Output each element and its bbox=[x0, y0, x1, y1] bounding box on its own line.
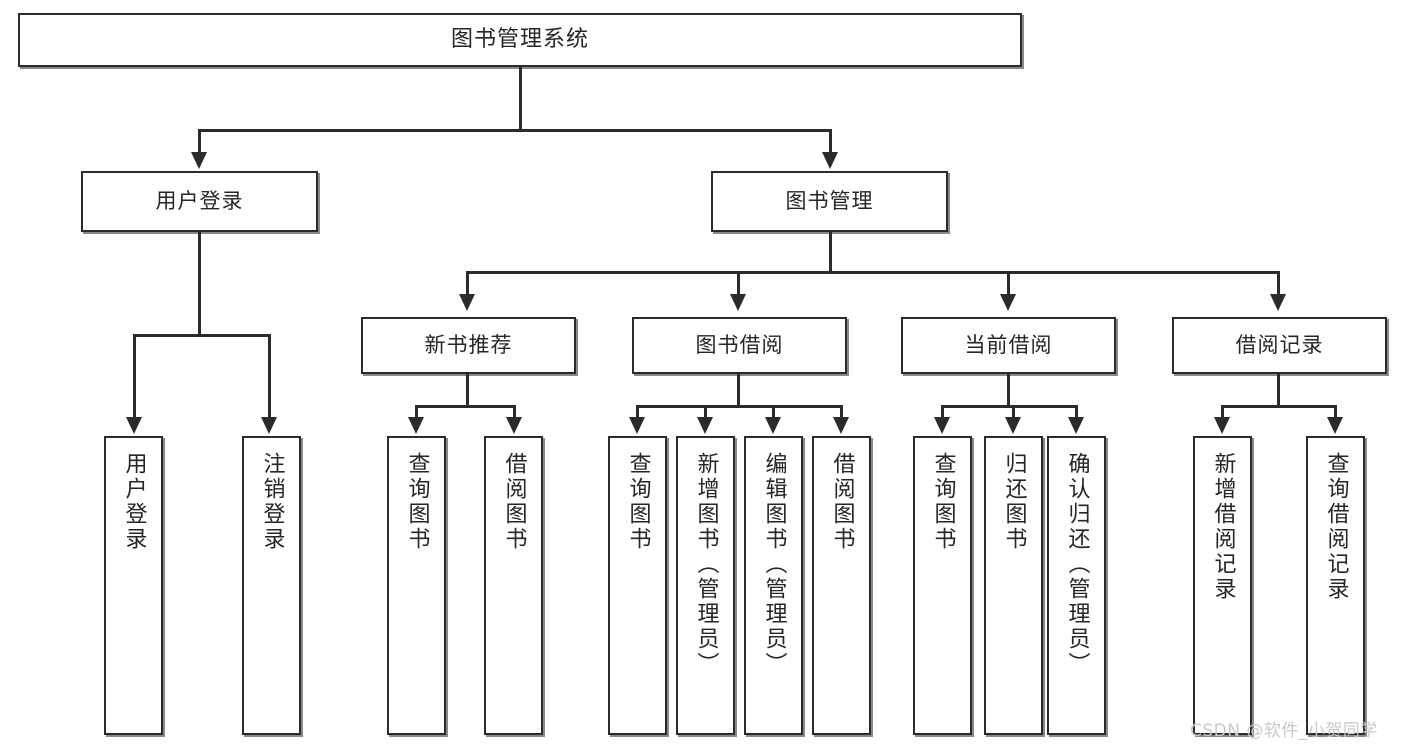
connector-user-login-leaf1 bbox=[133, 334, 136, 419]
connector-current-borrow-leaf1 bbox=[941, 405, 944, 419]
leaf-user-login[interactable]: 用户登录 bbox=[104, 436, 163, 735]
node-book-management[interactable]: 图书管理 bbox=[711, 171, 948, 232]
leaf-record-add-record[interactable]: 新增借阅记录 bbox=[1193, 436, 1252, 735]
connector-current-borrow-bus bbox=[941, 405, 1077, 408]
connector-user-login-stem bbox=[198, 232, 201, 336]
arrowhead-new-book bbox=[459, 294, 475, 311]
node-label: 图书借阅 bbox=[695, 333, 784, 358]
node-current-borrow[interactable]: 当前借阅 bbox=[901, 317, 1116, 374]
connector-book-management-stem bbox=[829, 232, 832, 273]
connector-root-to-book-management bbox=[829, 129, 832, 154]
arrowhead-book-borrow-leaf1 bbox=[629, 417, 645, 434]
leaf-logout[interactable]: 注销登录 bbox=[242, 436, 301, 735]
arrowhead-borrow-record-leaf2 bbox=[1327, 417, 1343, 434]
leaf-recommend-borrow-books[interactable]: 借阅图书 bbox=[484, 436, 543, 735]
connector-book-borrow-leaf3 bbox=[772, 405, 775, 419]
connector-root-vertical bbox=[519, 67, 522, 131]
node-label: 查询图书 bbox=[404, 452, 430, 552]
node-label: 图书管理系统 bbox=[450, 27, 589, 53]
leaf-current-confirm-return-admin[interactable]: 确认归还（管理员） bbox=[1047, 436, 1106, 735]
node-label: 新书推荐 bbox=[424, 333, 513, 358]
connector-to-book-borrow bbox=[737, 271, 740, 296]
connector-user-login-leaf2 bbox=[268, 334, 271, 419]
node-label: 图书管理 bbox=[785, 189, 874, 214]
connector-borrow-record-stem bbox=[1277, 374, 1280, 407]
arrowhead-current-borrow-leaf1 bbox=[934, 417, 950, 434]
leaf-borrow-borrow-books[interactable]: 借阅图书 bbox=[812, 436, 871, 735]
node-label: 借阅图书 bbox=[829, 452, 855, 552]
arrowhead-new-book-leaf2 bbox=[506, 417, 522, 434]
arrowhead-book-borrow-leaf3 bbox=[765, 417, 781, 434]
connector-root-to-user-login bbox=[198, 129, 201, 154]
arrowhead-user-login bbox=[191, 152, 207, 169]
node-label: 新增图书（管理员） bbox=[693, 452, 719, 677]
node-label: 用户登录 bbox=[121, 452, 147, 552]
connector-borrow-record-leaf1 bbox=[1221, 405, 1224, 419]
arrowhead-current-borrow-leaf2 bbox=[1005, 417, 1021, 434]
connector-user-login-bus bbox=[133, 334, 270, 337]
node-user-login[interactable]: 用户登录 bbox=[81, 171, 318, 232]
leaf-current-query-books[interactable]: 查询图书 bbox=[913, 436, 972, 735]
connector-book-borrow-leaf2 bbox=[704, 405, 707, 419]
node-label: 借阅记录 bbox=[1235, 333, 1324, 358]
connector-new-book-stem bbox=[466, 374, 469, 407]
node-label: 编辑图书（管理员） bbox=[761, 452, 787, 677]
leaf-borrow-query-books[interactable]: 查询图书 bbox=[608, 436, 667, 735]
connector-new-book-leaf1 bbox=[415, 405, 418, 419]
arrowhead-book-borrow-leaf4 bbox=[833, 417, 849, 434]
leaf-current-return-books[interactable]: 归还图书 bbox=[984, 436, 1043, 735]
connector-to-borrow-record bbox=[1277, 271, 1280, 296]
connector-current-borrow-leaf3 bbox=[1075, 405, 1078, 419]
arrowhead-leaf-logout bbox=[261, 417, 277, 434]
leaf-record-query-record[interactable]: 查询借阅记录 bbox=[1306, 436, 1365, 735]
node-label: 新增借阅记录 bbox=[1210, 452, 1236, 602]
node-label: 当前借阅 bbox=[964, 333, 1053, 358]
connector-book-borrow-leaf1 bbox=[636, 405, 639, 419]
leaf-borrow-add-book-admin[interactable]: 新增图书（管理员） bbox=[676, 436, 735, 735]
node-label: 用户登录 bbox=[155, 189, 244, 214]
arrowhead-book-borrow-leaf2 bbox=[697, 417, 713, 434]
node-label: 注销登录 bbox=[259, 452, 285, 552]
arrowhead-book-management bbox=[822, 152, 838, 169]
connector-book-borrow-leaf4 bbox=[840, 405, 843, 419]
arrowhead-current-borrow-leaf3 bbox=[1068, 417, 1084, 434]
node-label: 借阅图书 bbox=[501, 452, 527, 552]
arrowhead-borrow-record-leaf1 bbox=[1214, 417, 1230, 434]
connector-current-borrow-stem bbox=[1007, 374, 1010, 407]
connector-book-borrow-stem bbox=[737, 374, 740, 407]
arrowhead-new-book-leaf1 bbox=[408, 417, 424, 434]
leaf-borrow-edit-book-admin[interactable]: 编辑图书（管理员） bbox=[744, 436, 803, 735]
node-label: 归还图书 bbox=[1001, 452, 1027, 552]
connector-root-bus bbox=[198, 129, 832, 132]
node-new-book-recommend[interactable]: 新书推荐 bbox=[361, 317, 576, 374]
connector-borrow-record-bus bbox=[1221, 405, 1337, 408]
node-root-book-management-system[interactable]: 图书管理系统 bbox=[18, 13, 1022, 67]
arrowhead-leaf-user-login bbox=[126, 417, 142, 434]
connector-level3-bus bbox=[466, 271, 1280, 274]
arrowhead-borrow-record bbox=[1270, 294, 1286, 311]
connector-borrow-record-leaf2 bbox=[1334, 405, 1337, 419]
connector-new-book-leaf2 bbox=[513, 405, 516, 419]
node-label: 查询图书 bbox=[625, 452, 651, 552]
connector-current-borrow-leaf2 bbox=[1012, 405, 1015, 419]
leaf-recommend-query-books[interactable]: 查询图书 bbox=[387, 436, 446, 735]
connector-to-current-borrow bbox=[1007, 271, 1010, 296]
arrowhead-current-borrow bbox=[1000, 294, 1016, 311]
node-label: 查询图书 bbox=[930, 452, 956, 552]
connector-book-borrow-bus bbox=[636, 405, 840, 408]
connector-new-book-bus bbox=[415, 405, 516, 408]
arrowhead-book-borrow bbox=[730, 294, 746, 311]
node-borrow-record[interactable]: 借阅记录 bbox=[1172, 317, 1387, 374]
node-label: 确认归还（管理员） bbox=[1064, 452, 1090, 677]
node-book-borrow[interactable]: 图书借阅 bbox=[632, 317, 847, 374]
node-label: 查询借阅记录 bbox=[1323, 452, 1349, 602]
connector-to-new-book bbox=[466, 271, 469, 296]
